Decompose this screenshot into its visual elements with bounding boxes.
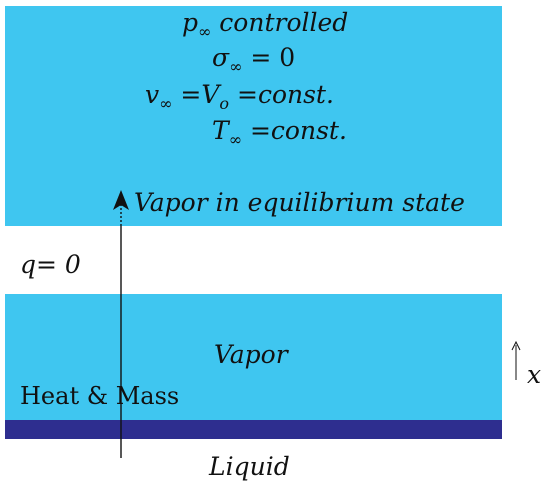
- main-arrow-head: [113, 190, 129, 210]
- liquid-label: Liquid: [209, 452, 290, 481]
- liquid-layer: [5, 420, 502, 439]
- heat-mass-label: Heat & Mass: [20, 382, 180, 410]
- x-axis-arrow-head: [511, 340, 521, 351]
- sigma-condition: σ∞ = 0: [212, 43, 296, 76]
- pressure-condition: p∞ controlled: [182, 8, 349, 41]
- vapor-label: Vapor: [214, 340, 288, 369]
- upper-vapor-region: [5, 6, 502, 226]
- equilibrium-label: Vapor in equilibrium state: [134, 188, 465, 217]
- velocity-condition: v∞ =Vo =const.: [145, 80, 334, 113]
- x-axis-label: x: [527, 360, 542, 389]
- lower-vapor-region: [5, 294, 502, 420]
- heat-flux-label: q= 0: [20, 250, 81, 279]
- temperature-condition: T∞ =const.: [212, 116, 347, 149]
